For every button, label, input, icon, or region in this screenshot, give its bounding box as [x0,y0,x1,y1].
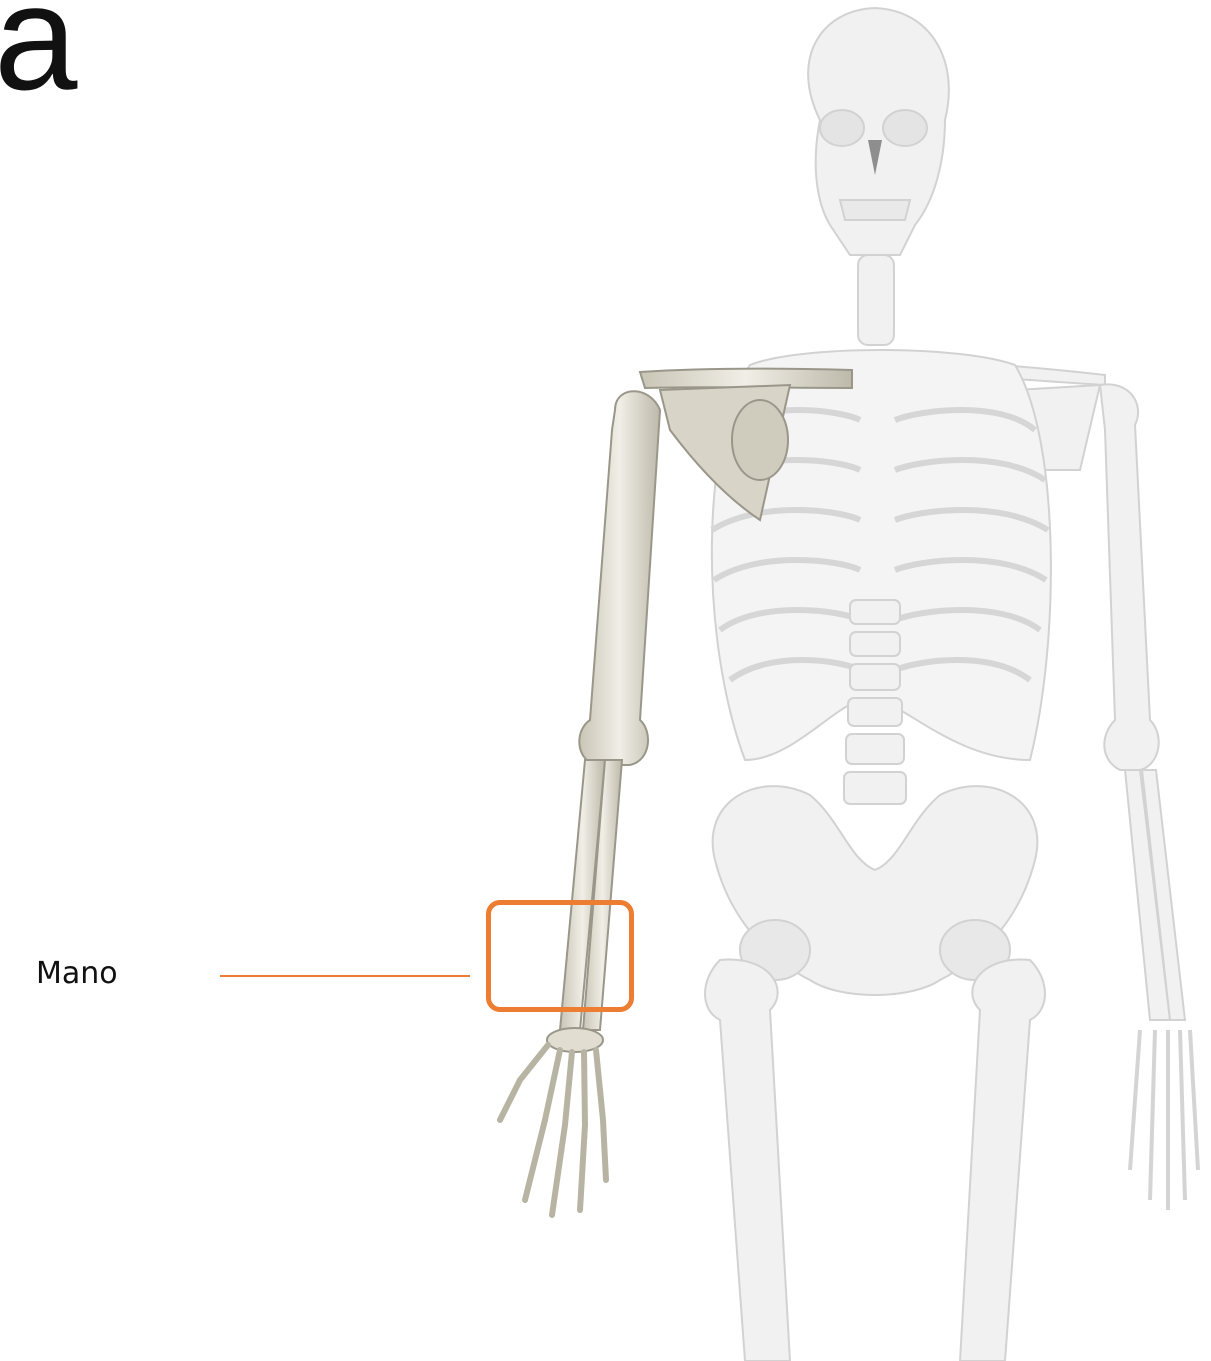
hand-leader-line [220,975,470,977]
hand-highlight-box [486,900,634,1012]
faded-skeleton [705,8,1198,1361]
hand-label: Mano [36,956,118,991]
highlighted-hand [500,1045,606,1215]
skull [808,8,949,255]
faded-hand [1130,1030,1198,1210]
